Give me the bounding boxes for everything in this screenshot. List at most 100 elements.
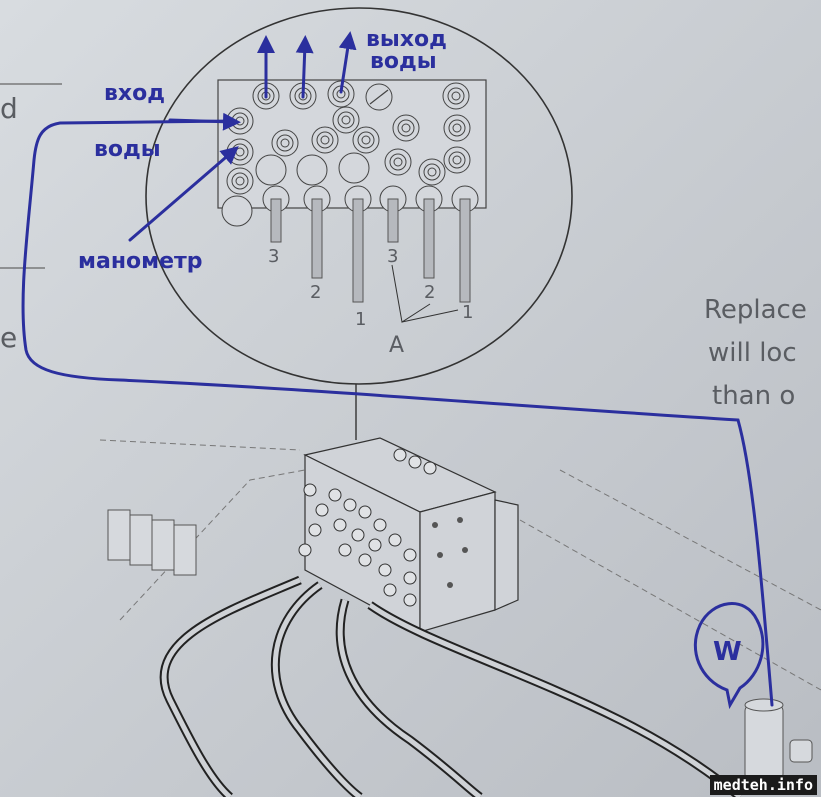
adjust-screw-slot: [369, 89, 389, 105]
pump-fitting: [338, 543, 352, 557]
pump-fitting: [358, 505, 372, 519]
fitting-bore: [341, 115, 351, 125]
fitting-ring: [316, 131, 334, 149]
fitting-bore: [361, 135, 371, 145]
fitting-ring: [423, 163, 441, 181]
outlet-arrow: [295, 35, 314, 99]
fitting-bore: [401, 123, 411, 133]
tube-number: 2: [424, 282, 435, 303]
fitting: [418, 158, 446, 186]
fitting-bore: [235, 176, 245, 186]
fitting: [271, 129, 299, 157]
tube-number: 2: [310, 282, 321, 303]
bolt-hole: [457, 517, 463, 523]
fitting-bore: [393, 157, 403, 167]
fitting-ring: [357, 131, 375, 149]
outlet-arrow: [338, 31, 357, 94]
w-marker-letter: W: [713, 637, 742, 667]
water-filter: [744, 698, 813, 781]
pump-fitting: [388, 533, 402, 547]
inlet-label: воды: [94, 137, 161, 162]
inlet-arrow: [168, 112, 241, 131]
page-text-line: than o: [712, 381, 795, 411]
fitting-ring: [337, 111, 355, 129]
tube: [270, 198, 282, 243]
pump-fitting: [343, 498, 357, 512]
gauge-arrow: [128, 146, 239, 242]
gauge-label: манометр: [78, 249, 203, 274]
plug: [296, 154, 328, 186]
inlet-label: вход: [104, 81, 165, 106]
pump-fitting: [403, 571, 417, 585]
fitting: [327, 80, 355, 108]
bolt-hole: [447, 582, 453, 588]
watermark: medteh.info: [709, 775, 817, 795]
tube-number: 1: [355, 309, 366, 330]
tube-number: 1: [462, 302, 473, 323]
tube: [387, 198, 399, 243]
pump-fitting: [303, 483, 317, 497]
fitting-ring: [389, 153, 407, 171]
fitting: [226, 167, 254, 195]
plug: [338, 152, 370, 184]
fitting-ring: [397, 119, 415, 137]
pump-fitting: [403, 593, 417, 607]
pump-fitting: [403, 548, 417, 562]
page-text-fragment: e: [0, 321, 17, 354]
pump-fitting: [408, 455, 422, 469]
chassis-outline: [99, 439, 821, 691]
tubes: [262, 185, 479, 303]
fitting-bore: [280, 138, 290, 148]
detail-circle: [145, 7, 573, 385]
water-line: [21, 119, 774, 707]
fitting: [443, 114, 471, 142]
ink-annotations: [21, 31, 774, 710]
tube-number: 3: [387, 246, 398, 267]
pump-fitting: [333, 518, 347, 532]
pump-fitting: [393, 448, 407, 462]
pump-fitting: [308, 523, 322, 537]
callout-line: [401, 309, 459, 323]
fitting-ring: [448, 151, 466, 169]
plug: [221, 195, 253, 227]
fitting-ring: [447, 87, 465, 105]
pump-fitting: [378, 563, 392, 577]
page-text-line: Replace: [704, 295, 807, 325]
fitting: [352, 126, 380, 154]
pump-fitting: [383, 583, 397, 597]
w-marker-bubble: [693, 602, 765, 710]
fitting: [443, 146, 471, 174]
tube-number: 3: [268, 246, 279, 267]
fitting-ring: [276, 134, 294, 152]
bolt-hole: [462, 547, 468, 553]
pump-fittings: [298, 448, 468, 607]
fitting: [332, 106, 360, 134]
fitting: [311, 126, 339, 154]
fitting-ring: [231, 172, 249, 190]
outlet-label: выход: [366, 27, 447, 52]
callout-letter: A: [389, 333, 404, 358]
fitting: [442, 82, 470, 110]
plug: [255, 154, 287, 186]
tube: [459, 198, 471, 303]
pump-fitting: [423, 461, 437, 475]
pump-fitting: [368, 538, 382, 552]
pump-fitting: [373, 518, 387, 532]
connector-block: [107, 509, 197, 576]
fitting-bore: [452, 155, 462, 165]
fitting-bore: [427, 167, 437, 177]
tube: [311, 198, 323, 279]
tube: [423, 198, 435, 279]
bolt-hole: [432, 522, 438, 528]
outlet-label: воды: [370, 49, 437, 74]
fitting-bore: [451, 91, 461, 101]
fitting-ring: [448, 119, 466, 137]
page-text-line: will loc: [708, 338, 797, 368]
fitting-bore: [452, 123, 462, 133]
hoses-inner: [161, 577, 742, 797]
bolt-hole: [437, 552, 443, 558]
fitting: [392, 114, 420, 142]
tube: [352, 198, 364, 303]
fitting: [384, 148, 412, 176]
